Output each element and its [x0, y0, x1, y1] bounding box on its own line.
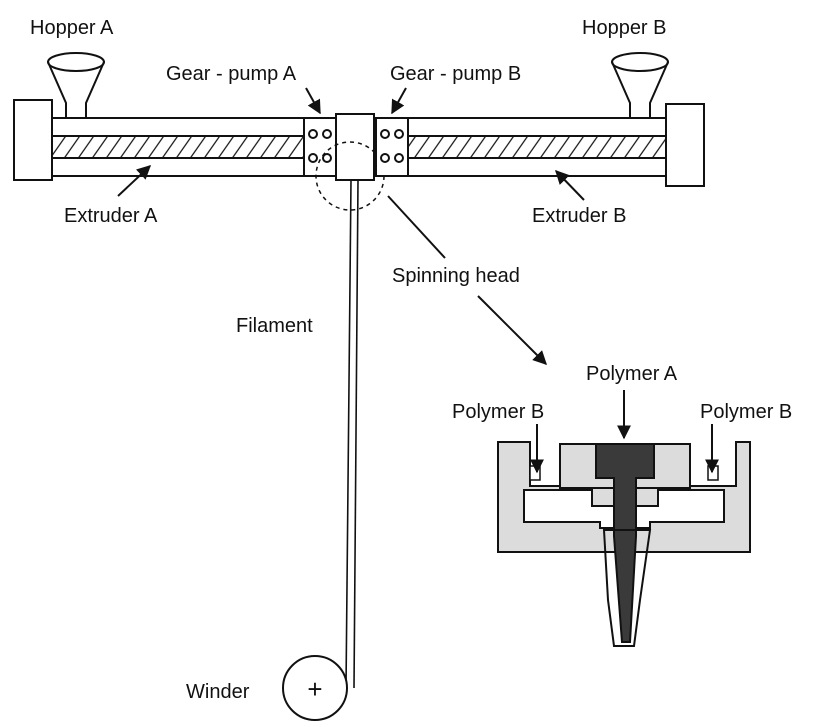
arrow-gear-pump-b [391, 87, 407, 115]
arrow-spinning-head [477, 295, 547, 365]
gear-pump-b [375, 117, 409, 177]
arrow-gear-pump-a [305, 87, 321, 115]
label-hopper-b: Hopper B [582, 17, 667, 39]
label-polymer-a: Polymer A [586, 363, 678, 385]
extruder-a [13, 99, 305, 181]
polymer-b-inlet-left [529, 465, 541, 481]
label-gear-pump-a: Gear - pump A [166, 63, 297, 85]
filament [345, 179, 359, 689]
polymer-a-core [595, 443, 655, 643]
label-filament: Filament [236, 315, 313, 337]
arrow-extruder-b [555, 169, 585, 201]
spinneret-cross-section [497, 441, 751, 647]
spinneret-nozzle [602, 529, 652, 647]
label-polymer-b-right: Polymer B [700, 401, 792, 423]
label-extruder-a: Extruder A [64, 205, 158, 227]
spinning-head-block [315, 113, 385, 211]
label-polymer-b-left: Polymer B [452, 401, 544, 423]
gear-pump-a [303, 117, 337, 177]
winder-plus-icon: + [307, 674, 322, 704]
spinning-head-leader [387, 195, 446, 259]
extruder-b [407, 103, 705, 187]
label-spinning-head: Spinning head [392, 265, 520, 287]
label-hopper-a: Hopper A [30, 17, 114, 39]
arrow-extruder-a [117, 165, 152, 197]
hopper-b [611, 52, 669, 118]
label-extruder-b: Extruder B [532, 205, 626, 227]
label-winder: Winder [186, 681, 250, 703]
extruder-b-end-cap [665, 103, 705, 187]
extruder-a-end-cap [13, 99, 53, 181]
extruder-a-screw [51, 135, 305, 159]
hopper-a [47, 52, 105, 118]
winder [282, 655, 348, 721]
leader-arrows [117, 87, 719, 474]
extruder-b-screw [407, 135, 667, 159]
label-gear-pump-b: Gear - pump B [390, 63, 521, 85]
